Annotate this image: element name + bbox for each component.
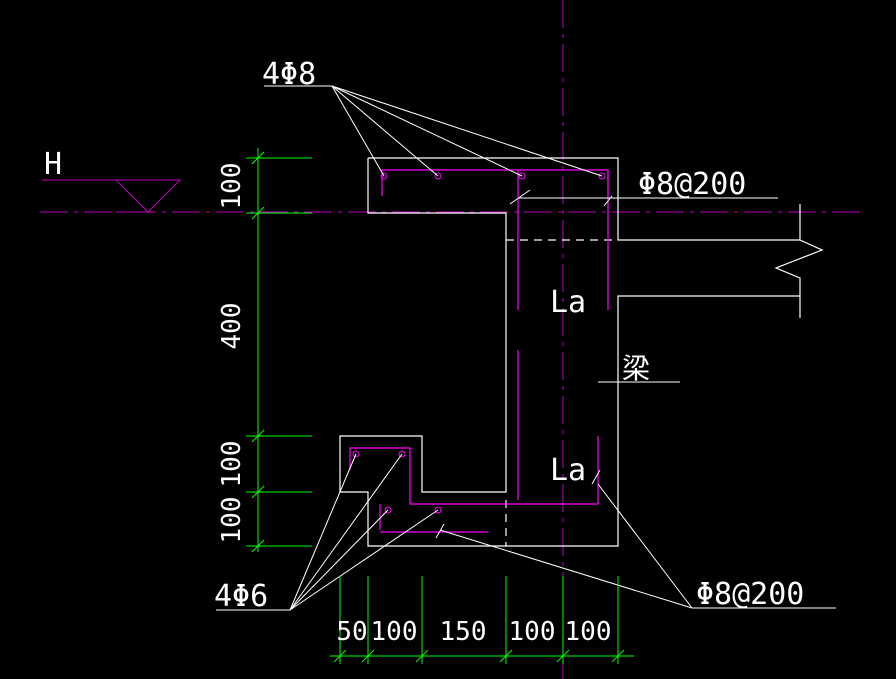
concrete-outline — [339, 157, 824, 547]
hdim-3: 150 — [440, 617, 487, 647]
top-stirrups-label: Φ8@200 — [638, 167, 746, 202]
bar-dot — [352, 450, 360, 458]
hdim-4: 100 — [509, 617, 556, 647]
leader-lines — [216, 85, 836, 611]
centerlines — [40, 0, 860, 679]
bar-dot — [398, 450, 406, 458]
bottom-bars-label: 4Φ6 — [214, 579, 268, 614]
bar-dot — [518, 172, 526, 180]
bar-dot — [384, 506, 392, 514]
vdim-4: 100 — [217, 497, 247, 544]
beam-break-line — [774, 204, 824, 318]
dimension-lines — [246, 148, 634, 664]
top-bars-label: 4Φ8 — [262, 57, 316, 92]
level-marker: H — [42, 147, 182, 213]
bottom-bar-1 — [349, 436, 599, 505]
text-labels: 4Φ8 Φ8@200 La 梁 La 4Φ6 Φ8@200 100 400 10… — [214, 57, 804, 647]
beam-label: 梁 — [622, 352, 650, 385]
rebar-dots — [352, 172, 606, 514]
bar-dot — [434, 506, 442, 514]
level-label: H — [44, 147, 62, 182]
rebar — [349, 169, 609, 533]
vdim-2: 400 — [217, 303, 247, 350]
bar-dot — [380, 172, 388, 180]
la-upper-label: La — [550, 285, 586, 320]
bottom-stirrups-label: Φ8@200 — [696, 577, 804, 612]
hdim-1: 50 — [336, 617, 367, 647]
level-triangle-icon — [42, 179, 182, 213]
vdim-3: 100 — [217, 441, 247, 488]
la-lower-label: La — [550, 453, 586, 488]
hdim-2: 100 — [371, 617, 418, 647]
bar-dot — [598, 172, 606, 180]
hdim-5: 100 — [565, 617, 612, 647]
bar-dot — [434, 172, 442, 180]
top-bar — [381, 169, 609, 196]
vdim-1: 100 — [217, 163, 247, 210]
